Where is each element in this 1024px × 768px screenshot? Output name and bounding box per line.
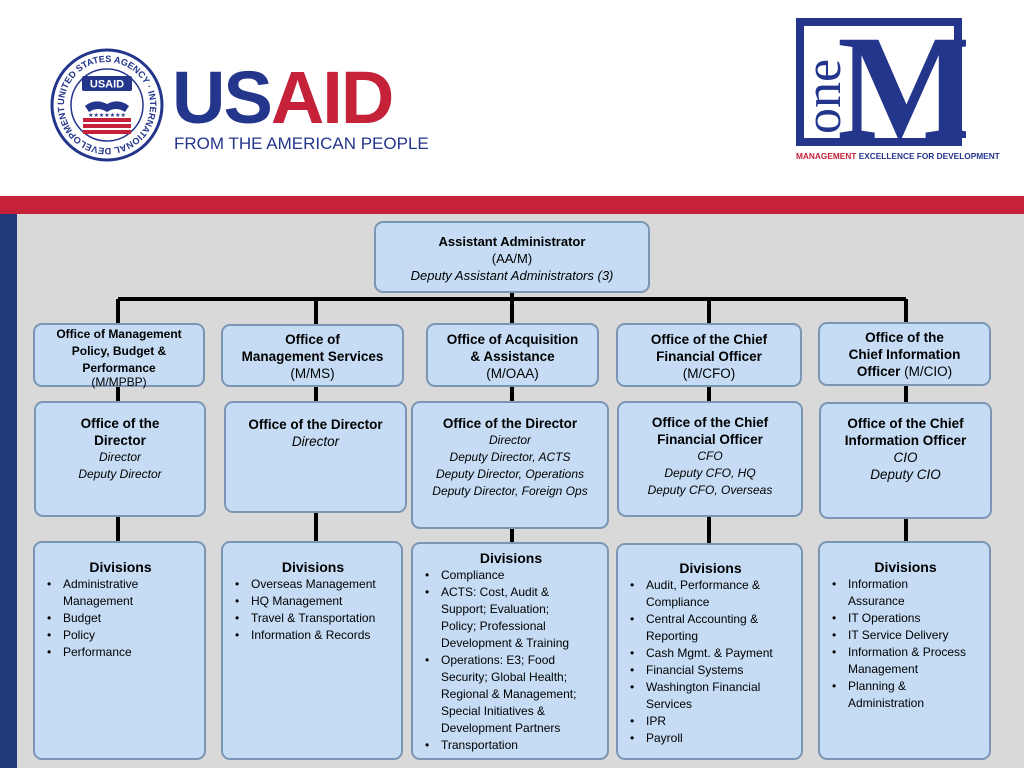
wordmark-us: US (172, 56, 273, 139)
divisions-box-oaa: Divisions Compliance ACTS: Cost, Audit &… (411, 542, 609, 760)
list-item: Central Accounting &Reporting (626, 611, 795, 645)
office-code-mpbp: (M/MPBP) (91, 375, 147, 389)
director-box-cio: Office of the Chief Information Officer … (819, 402, 992, 519)
onem-logo-mark: M one (795, 5, 979, 171)
divisions-list: Audit, Performance &Compliance Central A… (626, 577, 795, 747)
wordmark-aid: AID (270, 56, 394, 139)
usaid-seal-logo: UNITED STATES AGENCY · INTERNATIONAL DEV… (50, 48, 164, 162)
header-band: UNITED STATES AGENCY · INTERNATIONAL DEV… (0, 0, 1024, 196)
onem-logo: M one MANAGEMENT EXCELLENCE FOR DEVELOPM… (795, 5, 1000, 171)
onem-one-word: one (796, 59, 852, 134)
list-item: Compliance (421, 567, 601, 584)
onem-tagline: MANAGEMENT EXCELLENCE FOR DEVELOPMENT (796, 151, 1000, 161)
aa-code: (AA/M) (491, 251, 533, 266)
handshake-icon (85, 101, 129, 112)
list-item: IT Operations (828, 610, 983, 627)
list-item: Budget (43, 610, 198, 627)
office-box-oaa: Office of Acquisition & Assistance (M/OA… (426, 323, 599, 387)
divisions-heading: Divisions (479, 550, 543, 566)
director-box-ms: Office of the Director Director (224, 401, 407, 513)
list-item: Performance (43, 644, 198, 661)
onem-m-letter: M (837, 14, 966, 148)
divisions-heading: Divisions (281, 559, 345, 575)
list-item: Policy (43, 627, 198, 644)
divisions-box-cfo: Divisions Audit, Performance &Compliance… (616, 543, 803, 760)
divisions-heading: Divisions (89, 559, 152, 575)
aa-title: Assistant Administrator (438, 234, 586, 249)
list-item: Travel & Transportation (231, 610, 395, 627)
aa-deputies: Deputy Assistant Administrators (3) (410, 268, 614, 283)
list-item: Information & Records (231, 627, 395, 644)
wordmark-tagline: FROM THE AMERICAN PEOPLE (174, 134, 429, 153)
seal-badge-text: USAID (90, 79, 124, 91)
director-box-oaa: Office of the Director Director Deputy D… (411, 401, 609, 529)
list-item: Audit, Performance &Compliance (626, 577, 795, 611)
blue-side-bar (0, 214, 17, 768)
list-item: Cash Mgmt. & Payment (626, 645, 795, 662)
office-box-ms: Office of Management Services (M/MS) (221, 324, 404, 387)
list-item: Overseas Management (231, 576, 395, 593)
usaid-wordmark: USAID FROM THE AMERICAN PEOPLE (172, 61, 434, 156)
list-item: HQ Management (231, 593, 395, 610)
director-box-mpbp: Office of the Director Director Deputy D… (34, 401, 206, 517)
assistant-administrator-box: Assistant Administrator (AA/M) Deputy As… (374, 221, 650, 293)
seal-stars-icon: ★★★★★★★ (88, 112, 126, 119)
list-item: ACTS: Cost, Audit &Support; Evaluation;P… (421, 584, 601, 652)
office-code-cfo: (M/CFO) (682, 366, 736, 381)
list-item: Transportation (421, 737, 601, 754)
office-code-oaa: (M/OAA) (486, 366, 539, 381)
office-box-mpbp: Office of Management Policy, Budget & Pe… (33, 323, 205, 389)
office-code-cio: (M/CIO) (904, 364, 953, 379)
list-item: IT Service Delivery (828, 627, 983, 644)
red-divider-bar (0, 196, 1024, 214)
director-box-cfo: Office of the Chief Financial Officer CF… (617, 401, 803, 517)
list-item: Financial Systems (626, 662, 795, 679)
list-item: Planning &Administration (828, 678, 983, 712)
list-item: IPR (626, 713, 795, 730)
list-item: Payroll (626, 730, 795, 747)
office-code-ms: (M/MS) (290, 366, 335, 381)
divisions-heading: Divisions (679, 560, 742, 576)
divisions-heading: Divisions (874, 559, 937, 575)
divisions-list: Compliance ACTS: Cost, Audit &Support; E… (421, 567, 601, 754)
office-box-cio: Office of the Chief Information Officer … (818, 322, 991, 386)
office-box-cfo: Office of the Chief Financial Officer (M… (616, 323, 802, 387)
divisions-box-ms: Divisions Overseas Management HQ Managem… (221, 541, 403, 760)
divisions-list: Overseas Management HQ Management Travel… (231, 576, 395, 644)
